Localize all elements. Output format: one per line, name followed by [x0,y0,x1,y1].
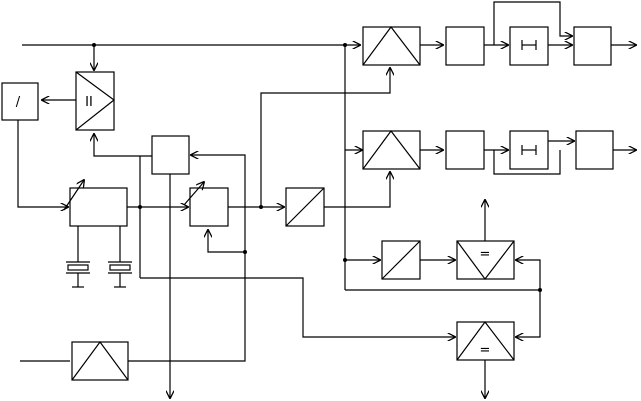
eq-block-bottom-label: = [480,343,491,358]
integrator-bar-icon [509,26,549,66]
top-channel [362,1,636,66]
splitter-block-label: II [85,95,93,110]
equal-triangle-icon: = [456,320,515,361]
diagonal-converter-icon [285,187,325,227]
middle-channel-output-block [575,130,614,170]
top-input-bus [22,43,360,70]
triangle-amplifier-icon [362,129,421,170]
mixer-to-top-amp-line [260,68,390,207]
middle-channel-block [445,130,485,170]
right-vertical-bus [343,43,542,292]
triangle-amplifier-icon [71,340,129,381]
left-block: / [1,82,39,121]
feedback-to-splitter-line [94,134,152,157]
capacitor-crystal-icon [66,261,90,288]
diagonal-converter-icon [381,240,421,280]
left-to-bottom-eq-line [140,277,455,337]
equal-triangle-icon: = [456,240,515,281]
middle-channel [362,129,636,175]
top-channel-block [445,26,485,66]
converter-to-mid-amp-line [324,172,390,208]
bottom-amp-output-line [128,252,246,362]
loop-into-upper-block [191,155,246,252]
oscillator-block [63,180,128,262]
upper-control-block [151,135,190,175]
eq-block-label: = [480,247,491,262]
triangle-amplifier-icon [362,25,421,66]
top-channel-output-block [573,26,612,66]
splitter-block: II [42,71,115,131]
left-block-label: / [16,95,21,110]
integrator-bar-icon [509,130,549,170]
left-to-oscillator-line [17,120,68,207]
mixer-block [183,182,245,253]
capacitor-crystal-icon [108,261,132,288]
